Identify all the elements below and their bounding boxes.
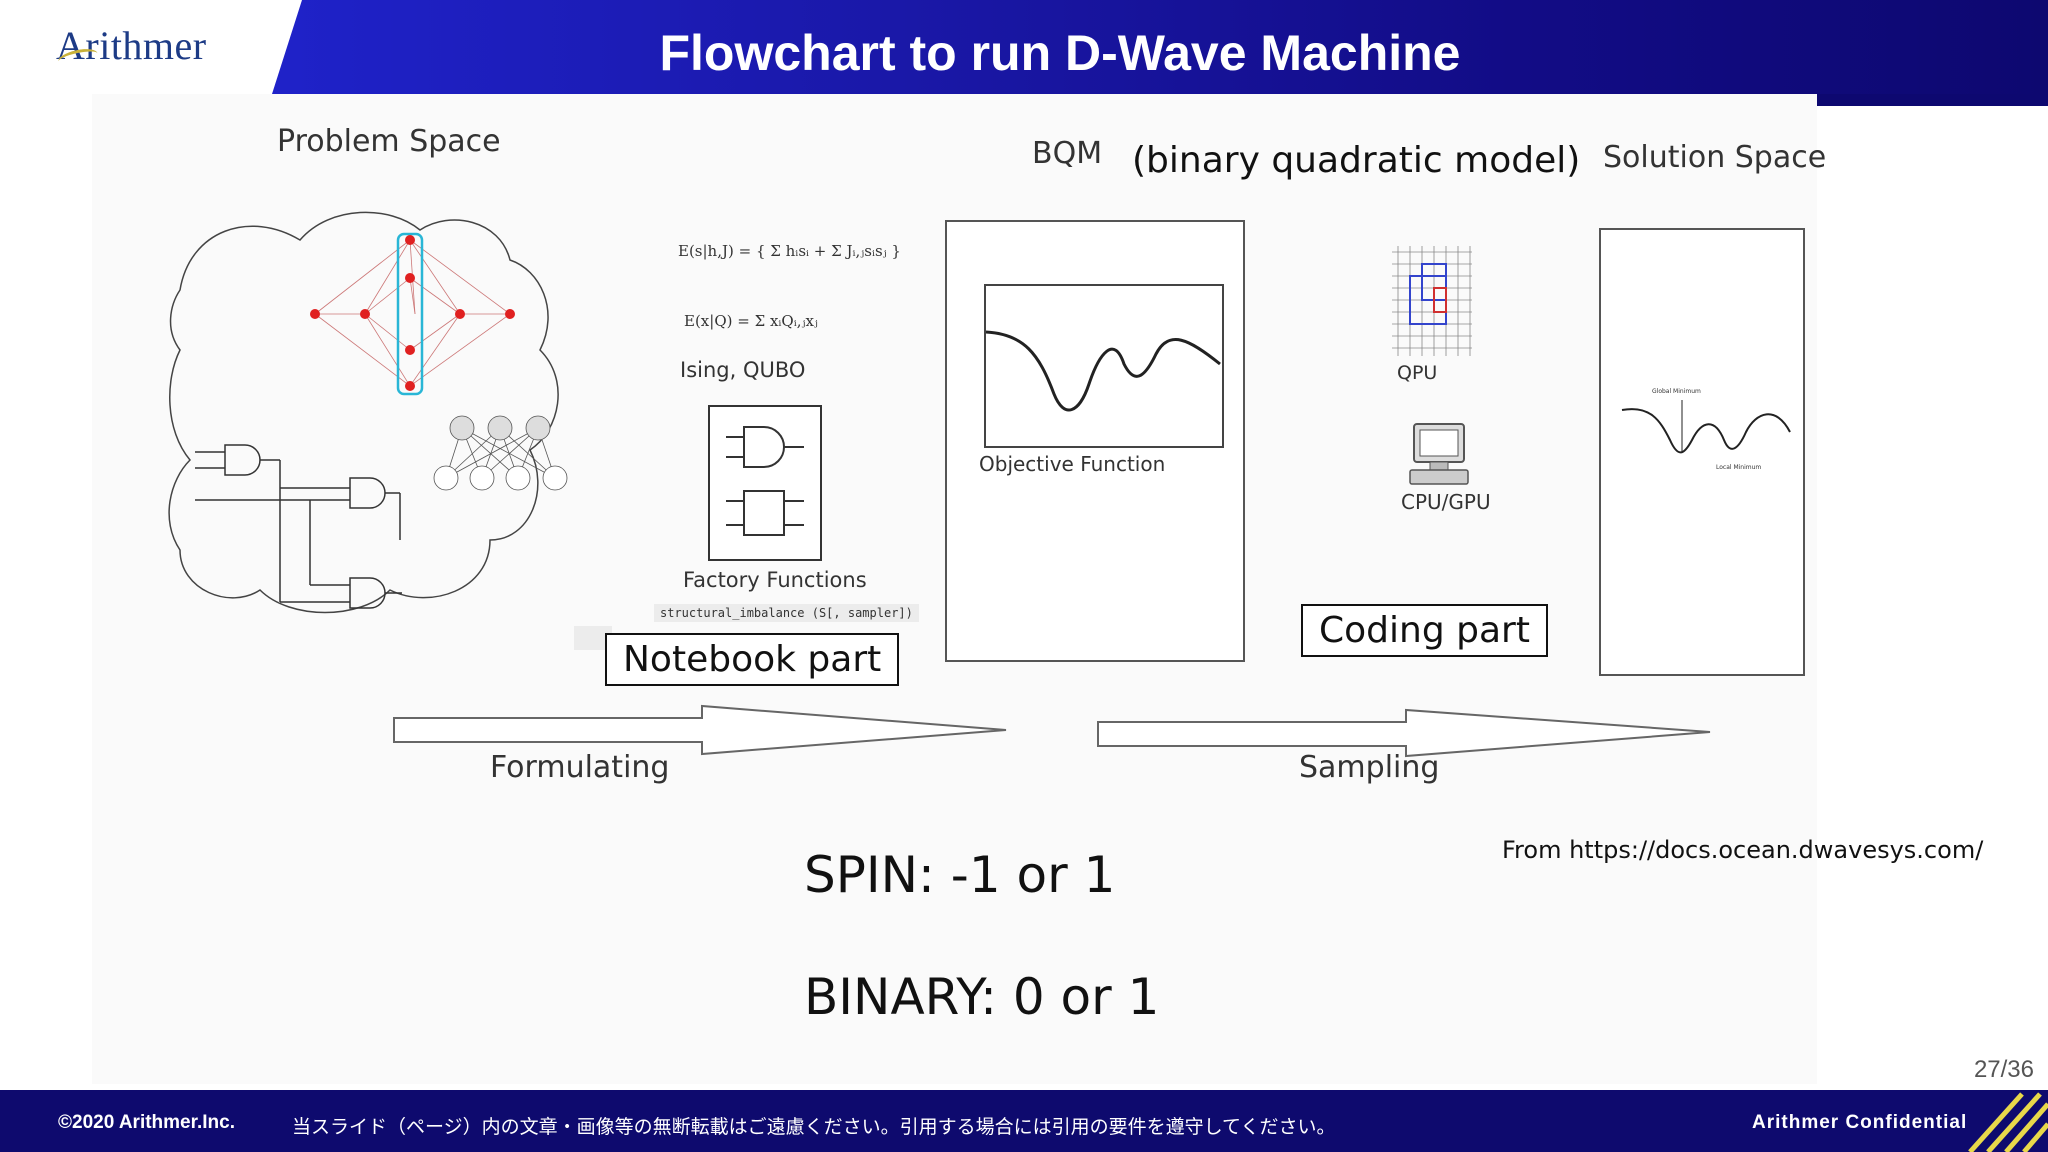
ising-equation: E(s|h,J) = { Σ hᵢsᵢ + Σ Jᵢ,ⱼsᵢsⱼ } [678, 242, 901, 260]
problem-space-illustration [168, 211, 568, 614]
footer-copyright: ©2020 Arithmer.Inc. [58, 1112, 235, 1133]
header-notch [1817, 94, 2048, 106]
objective-function-plot [984, 284, 1224, 448]
notebook-part-box: Notebook part [605, 633, 900, 686]
qpu-chip-icon [1392, 246, 1472, 356]
sampling-label: Sampling [1299, 750, 1440, 785]
neural-network-icon [314, 239, 511, 387]
footer-stripes-icon [1968, 1092, 2048, 1152]
cloud-outline [168, 211, 559, 614]
factory-gates-icon [726, 426, 804, 536]
energy-landscape-curve [1621, 400, 1791, 454]
factory-functions-label: Factory Functions [683, 568, 867, 592]
bqm-expansion-label: (binary quadratic model) [1132, 140, 1581, 181]
formulating-label: Formulating [490, 750, 670, 785]
footer-confidential: Arithmer Confidential [1752, 1112, 1968, 1133]
local-minimum-label: Local Minimum [1716, 464, 1762, 471]
logic-circuit-icon [195, 444, 402, 609]
problem-space-label: Problem Space [277, 124, 501, 159]
solution-space-panel [1599, 228, 1805, 676]
formulating-arrow [393, 704, 1007, 756]
footer-notice: 当スライド（ページ）内の文章・画像等の無断転載はご遠慮ください。引用する場合には… [292, 1117, 1336, 1138]
arithmer-logo: Arithmer [56, 23, 207, 68]
computer-icon [1409, 423, 1469, 485]
solution-space-label: Solution Space [1603, 140, 1827, 175]
page-number: 27/36 [1973, 1056, 2034, 1083]
ising-qubo-label: Ising, QUBO [680, 358, 806, 382]
qubo-equation: E(x|Q) = Σ xᵢQᵢ,ⱼxⱼ [684, 312, 818, 330]
rbm-network-icon [433, 415, 568, 491]
bqm-label: BQM [1032, 136, 1103, 171]
cpu-gpu-label: CPU/GPU [1401, 490, 1491, 514]
global-minimum-label: Global Minimum [1652, 388, 1701, 395]
objective-function-label: Objective Function [979, 452, 1166, 476]
binary-values-text: BINARY: 0 or 1 [804, 968, 1160, 1026]
spin-values-text: SPIN: -1 or 1 [804, 846, 1116, 904]
source-citation: From https://docs.ocean.dwavesys.com/ [1502, 836, 1984, 864]
footer-bar [0, 1090, 2048, 1152]
qpu-label: QPU [1397, 362, 1438, 384]
factory-code-label: structural_imbalance (S[, sampler]) [654, 604, 919, 622]
sampling-arrow [1097, 708, 1711, 758]
coding-part-box: Coding part [1301, 604, 1548, 657]
objective-function-curve [985, 330, 1221, 412]
slide-title: Flowchart to run D-Wave Machine [659, 25, 1461, 81]
header-band [272, 0, 2048, 94]
